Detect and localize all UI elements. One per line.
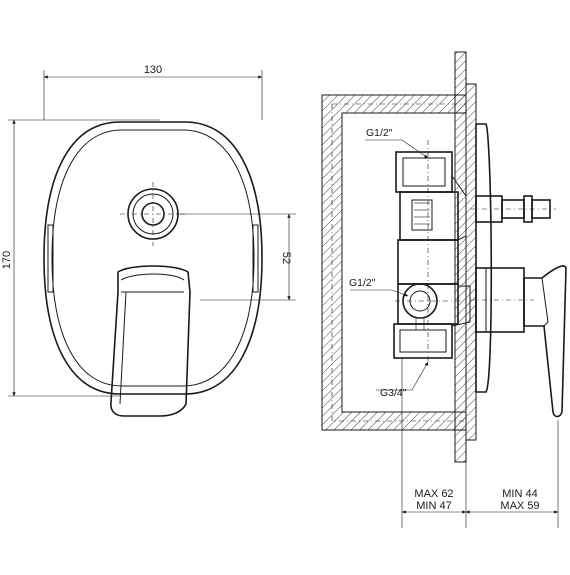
left-grip-mark <box>47 224 54 293</box>
height-label: 170 <box>1 251 13 269</box>
right-grip-mark <box>252 224 259 293</box>
offset-label: 52 <box>280 252 292 264</box>
callout-mid-label: G1/2" <box>349 277 376 289</box>
projection-min-label: MIN 44 <box>502 488 537 500</box>
wall-box <box>321 94 467 431</box>
callout-top-label: G1/2" <box>366 127 393 139</box>
side-cover-plate <box>475 123 493 393</box>
width-dimension: 130 <box>43 64 263 120</box>
callout-bottom: G3/4" <box>376 361 429 399</box>
offset-dimension: 52 <box>176 213 296 301</box>
diverter-button <box>120 182 188 246</box>
wall-finish <box>465 83 477 441</box>
projection-max-label: MAX 59 <box>500 500 539 512</box>
cover-plate-inner-edge <box>51 129 255 387</box>
height-dimension: 170 <box>1 119 160 397</box>
callout-bottom-label: G3/4" <box>380 387 407 399</box>
front-view: 130 170 52 <box>1 64 296 417</box>
lever-handle <box>110 265 191 417</box>
depth-min-label: MIN 47 <box>416 500 451 512</box>
depth-max-label: MAX 62 <box>414 488 453 500</box>
side-view: G1/2" G1/2" G3/4" MAX 62 MIN 47 MIN 44 M… <box>321 51 567 528</box>
width-label: 130 <box>144 64 162 76</box>
cartridge-and-lever <box>470 265 567 418</box>
callout-top: G1/2" <box>365 127 429 159</box>
cover-plate-outline <box>43 121 263 395</box>
diverter-stem <box>470 195 556 223</box>
bottom-dimensions: MAX 62 MIN 47 MIN 44 MAX 59 <box>401 358 559 528</box>
wall-section <box>454 51 467 463</box>
callout-mid: G1/2" <box>349 277 409 297</box>
